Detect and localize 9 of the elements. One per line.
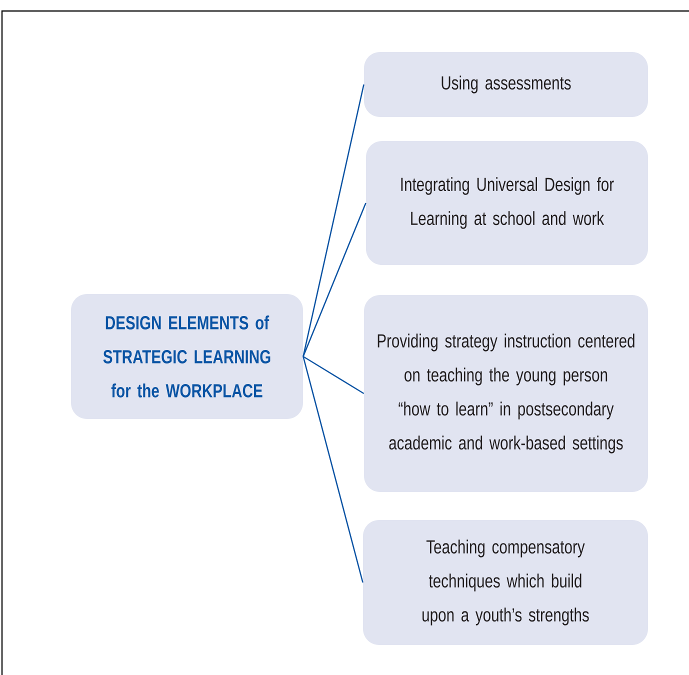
connector-line	[302, 84, 364, 357]
connector-line	[302, 202, 366, 357]
connector-line	[302, 356, 364, 394]
connector-line	[302, 356, 364, 583]
item-box: Integrating Universal Design for Learning at school and work	[366, 141, 648, 265]
item-box: Providing strategy instruction centered on teaching the young person “how to learn” in postsecondary academic and work-based settings	[364, 295, 648, 492]
topic-box: DESIGN ELEMENTS of STRATEGIC LEARNING for the WORKPLACE	[71, 294, 303, 419]
item-box: Teaching compensatory techniques which build upon a youth’s strengths	[363, 520, 648, 645]
item-box: Using assessments	[364, 52, 648, 117]
